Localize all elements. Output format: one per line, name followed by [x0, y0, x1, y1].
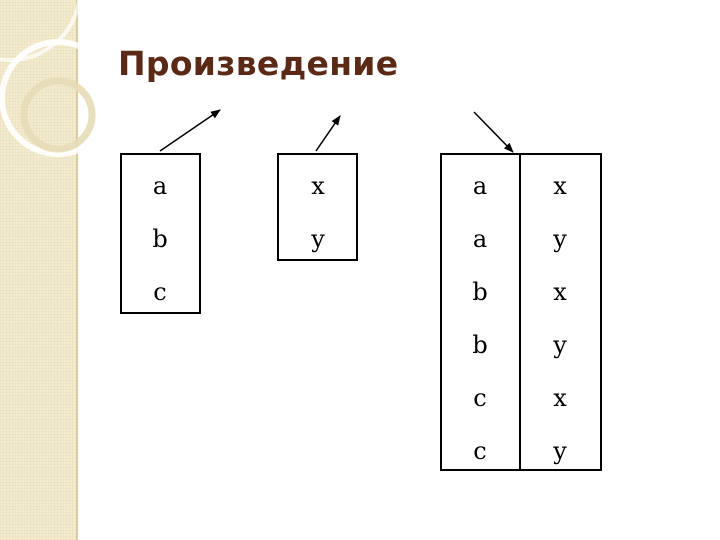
product-cell: b [472, 278, 488, 306]
product-cell: y [553, 331, 567, 359]
relation-a-cell: b [152, 225, 168, 253]
relation-b-box [277, 153, 358, 261]
relation-b-cell: x [311, 172, 325, 200]
product-cell: x [553, 384, 567, 412]
product-relation-box [440, 153, 602, 471]
slide-title: Произведение [118, 44, 399, 83]
product-cell: a [472, 172, 488, 200]
arrow-relation-a [159, 109, 221, 152]
product-cell: a [472, 225, 488, 253]
product-cell: b [472, 331, 488, 359]
product-cell: x [553, 278, 567, 306]
decorative-circles [0, 0, 117, 157]
relation-b-cell: y [311, 225, 325, 253]
arrow-product [473, 111, 514, 153]
arrow-relation-b [315, 115, 341, 152]
product-column-divider [519, 153, 521, 471]
relation-a-cell: a [152, 172, 168, 200]
decor-circle-top [0, 0, 82, 62]
decor-circle-small [20, 77, 96, 153]
product-cell: x [553, 172, 567, 200]
relation-a-box [120, 153, 201, 314]
product-cell: y [553, 437, 567, 465]
relation-a-cell: c [153, 278, 167, 306]
product-cell: c [473, 437, 487, 465]
product-cell: y [553, 225, 567, 253]
product-cell: c [473, 384, 487, 412]
